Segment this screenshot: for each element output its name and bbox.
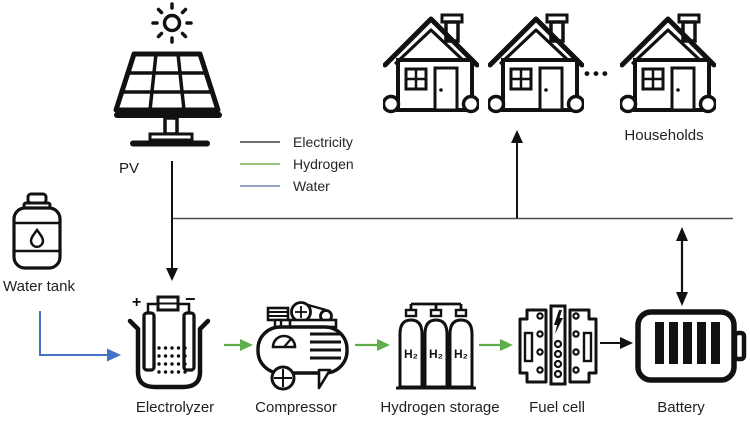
hydrogen-line-swatch [240, 163, 280, 165]
legend-item-electricity: Electricity [240, 131, 354, 153]
watertank-to-electrolyzer-line [39, 311, 107, 356]
households-arrowhead [511, 130, 523, 143]
gauge-icon [271, 334, 297, 349]
h2-cylinder-label: H₂ [454, 347, 468, 361]
battery-label: Battery [657, 399, 705, 416]
households-label: Households [624, 127, 704, 144]
pv-to-electrolyzer-arrowhead [166, 268, 178, 281]
house-icon [620, 12, 716, 114]
households-ellipsis: ••• [584, 64, 611, 83]
water-tank-label: Water tank [3, 278, 75, 295]
house-icon [383, 12, 479, 114]
electrolyzer-to-compressor-arrowhead [240, 339, 253, 351]
fuel-cell-label: Fuel cell [529, 399, 585, 416]
electrolyte-dots [157, 346, 187, 374]
water-tank-icon [12, 192, 62, 270]
fuel-cell-icon [518, 304, 598, 386]
electrolyzer-label: Electrolyzer [135, 399, 215, 416]
pv-panel-icon [113, 51, 222, 147]
battery-charge-bars [655, 322, 720, 364]
bus-battery-up-arrowhead [676, 227, 688, 241]
fuelcell-to-battery-arrowhead [620, 337, 633, 349]
pv-label: PV [119, 160, 140, 177]
electrolyzer-minus-sign: − [185, 289, 196, 309]
compressor-icon [256, 301, 349, 391]
bus-battery-down-arrowhead [676, 292, 688, 306]
electrolyzer-icon: + − [127, 289, 211, 390]
storage-to-fuelcell-arrowhead [500, 339, 513, 351]
h2-cylinder-label: H₂ [429, 347, 443, 361]
electricity-line-swatch [240, 141, 280, 143]
legend: Electricity Hydrogen Water [240, 131, 354, 197]
hydrogen-storage-label: Hydrogen storage [380, 399, 500, 416]
electrolyzer-plus-sign: + [132, 294, 141, 311]
house-icon [488, 12, 584, 114]
legend-label-hydrogen: Hydrogen [293, 156, 354, 172]
battery-icon [635, 309, 747, 383]
legend-item-water: Water [240, 175, 354, 197]
hydrogen-storage-icon: H₂ H₂ H₂ [396, 302, 476, 390]
legend-item-hydrogen: Hydrogen [240, 153, 354, 175]
water-arrowhead [107, 348, 121, 362]
h2-cylinder-label: H₂ [404, 347, 418, 361]
lightning-bolt-icon [554, 310, 563, 334]
legend-label-water: Water [293, 178, 330, 194]
compressor-to-storage-arrowhead [377, 339, 390, 351]
sun-icon [151, 2, 193, 44]
droplet-icon [29, 227, 45, 248]
legend-label-electricity: Electricity [293, 134, 353, 150]
compressor-label: Compressor [255, 399, 337, 416]
water-line-swatch [240, 185, 280, 187]
